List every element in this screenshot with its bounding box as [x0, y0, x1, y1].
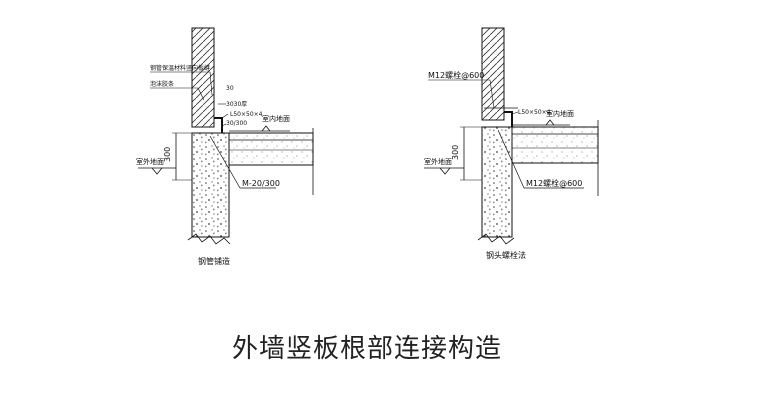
left-outdoor-label: 室外地面 [136, 157, 164, 166]
left-callout-2: 泡沫胶条 [150, 80, 174, 88]
left-callout-6: 30/300 [226, 120, 247, 127]
right-detail: 300 室外地面 室内地面 M12螺栓@600 L50×50×4 M12螺栓@6… [424, 27, 599, 260]
drawing-title: 外墙竖板根部连接构造 [232, 334, 503, 364]
left-dim-height: 300 [163, 147, 172, 162]
left-wall-panel [191, 27, 215, 128]
right-outdoor-label: 室外地面 [424, 157, 452, 166]
left-callout-3: 30 [226, 85, 234, 92]
right-foundation-wall [481, 126, 513, 238]
left-floor-slab [228, 132, 314, 166]
right-caption: 钢头螺栓法 [486, 250, 526, 260]
right-angle-bracket [504, 111, 513, 127]
right-bolt-bottom: M12螺栓@600 [526, 178, 582, 188]
left-indoor-label: 室内地面 [262, 114, 290, 123]
left-callout-5: L50×50×4 [230, 111, 263, 118]
right-dim-height: 300 [451, 145, 460, 160]
left-callout-4: 3030厚 [226, 101, 247, 108]
left-foundation-wall [191, 132, 230, 238]
left-caption: 钢管铺造 [198, 256, 230, 266]
right-indoor-label: 室内地面 [546, 109, 574, 118]
left-anchor-label: M-20/300 [242, 179, 280, 188]
right-floor-slab [511, 126, 599, 164]
right-angle-label: L50×50×4 [518, 109, 551, 116]
right-bolt-top: M12螺栓@600 [428, 70, 484, 80]
left-detail: 300 室外地面 室内地面 钢管保温材料竖向板缝 泡沫胶条 30 3030厚 L… [136, 27, 314, 266]
right-wall-panel [481, 27, 505, 121]
left-angle-bracket [214, 117, 223, 133]
left-callout-top: 钢管保温材料竖向板缝 [150, 64, 210, 72]
